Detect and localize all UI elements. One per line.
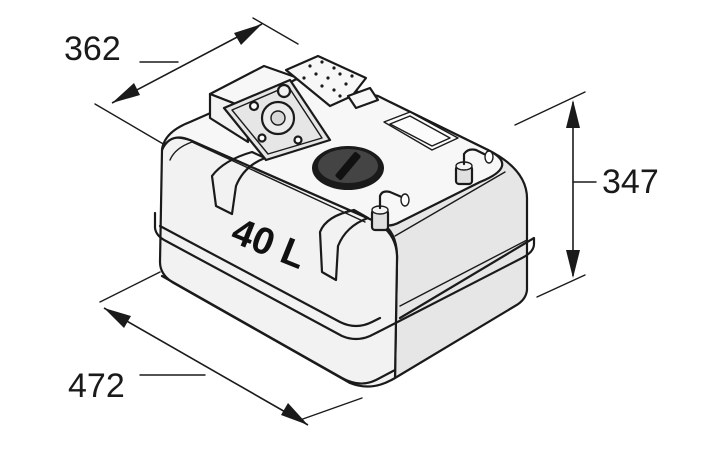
height-extension-line-top	[514, 91, 586, 126]
filler-cap	[312, 146, 384, 190]
width-arrow-left	[104, 308, 131, 328]
height-extension-line-bottom	[536, 274, 586, 298]
tank-side-bevel	[394, 171, 506, 237]
depth-arrow-right	[234, 24, 262, 45]
height-dimension: 347	[514, 91, 659, 298]
plate-holes	[302, 60, 354, 98]
width-dimension-line	[103, 307, 309, 426]
strap-bracket-right	[318, 208, 370, 282]
tank-top-bevel	[169, 141, 366, 223]
filler-cap-handle	[335, 151, 361, 181]
height-arrow-bottom	[566, 250, 580, 278]
hose-fitting-front	[370, 190, 410, 232]
sender-unit-center	[270, 110, 286, 126]
inspection-hatch-inner	[231, 85, 323, 155]
depth-label: 362	[64, 30, 121, 68]
width-label: 472	[68, 367, 125, 405]
tank-seam-front-lower	[158, 224, 382, 328]
width-extension-line-left	[99, 271, 161, 303]
depth-arrow-left	[112, 83, 140, 103]
bolt-a	[248, 100, 260, 112]
tank-seam-side	[376, 236, 536, 334]
hose-fitting-front-end	[400, 193, 410, 207]
tank: 40 L	[153, 54, 536, 388]
width-arrow-right	[281, 403, 308, 425]
bolt-c	[257, 133, 267, 143]
depth-extension-line-left	[94, 103, 166, 146]
height-arrow-top	[566, 100, 580, 128]
mounting-plate-shape	[284, 54, 368, 108]
width-extension-line-right	[299, 397, 363, 421]
label-recess-inner	[389, 115, 451, 147]
tank-seam-side-upper	[399, 239, 528, 307]
mounting-plate	[284, 54, 380, 110]
hose-fitting-rear-end	[484, 150, 494, 164]
height-label: 347	[602, 163, 659, 201]
bolt-b	[293, 135, 303, 145]
hose-fitting-rear-pipe	[462, 148, 490, 166]
vent-fitting	[276, 83, 292, 99]
inspection-block	[208, 64, 332, 162]
depth-dimension: 362	[64, 17, 299, 146]
hose-fitting-front-pipe	[378, 190, 406, 210]
hose-fitting-rear	[454, 148, 494, 186]
label-recess	[383, 111, 459, 151]
plate-tab	[346, 86, 380, 110]
width-dimension: 472	[68, 271, 363, 426]
depth-extension-line-right	[252, 17, 299, 45]
tank-seam-front	[153, 211, 380, 341]
tank-base	[160, 274, 397, 385]
